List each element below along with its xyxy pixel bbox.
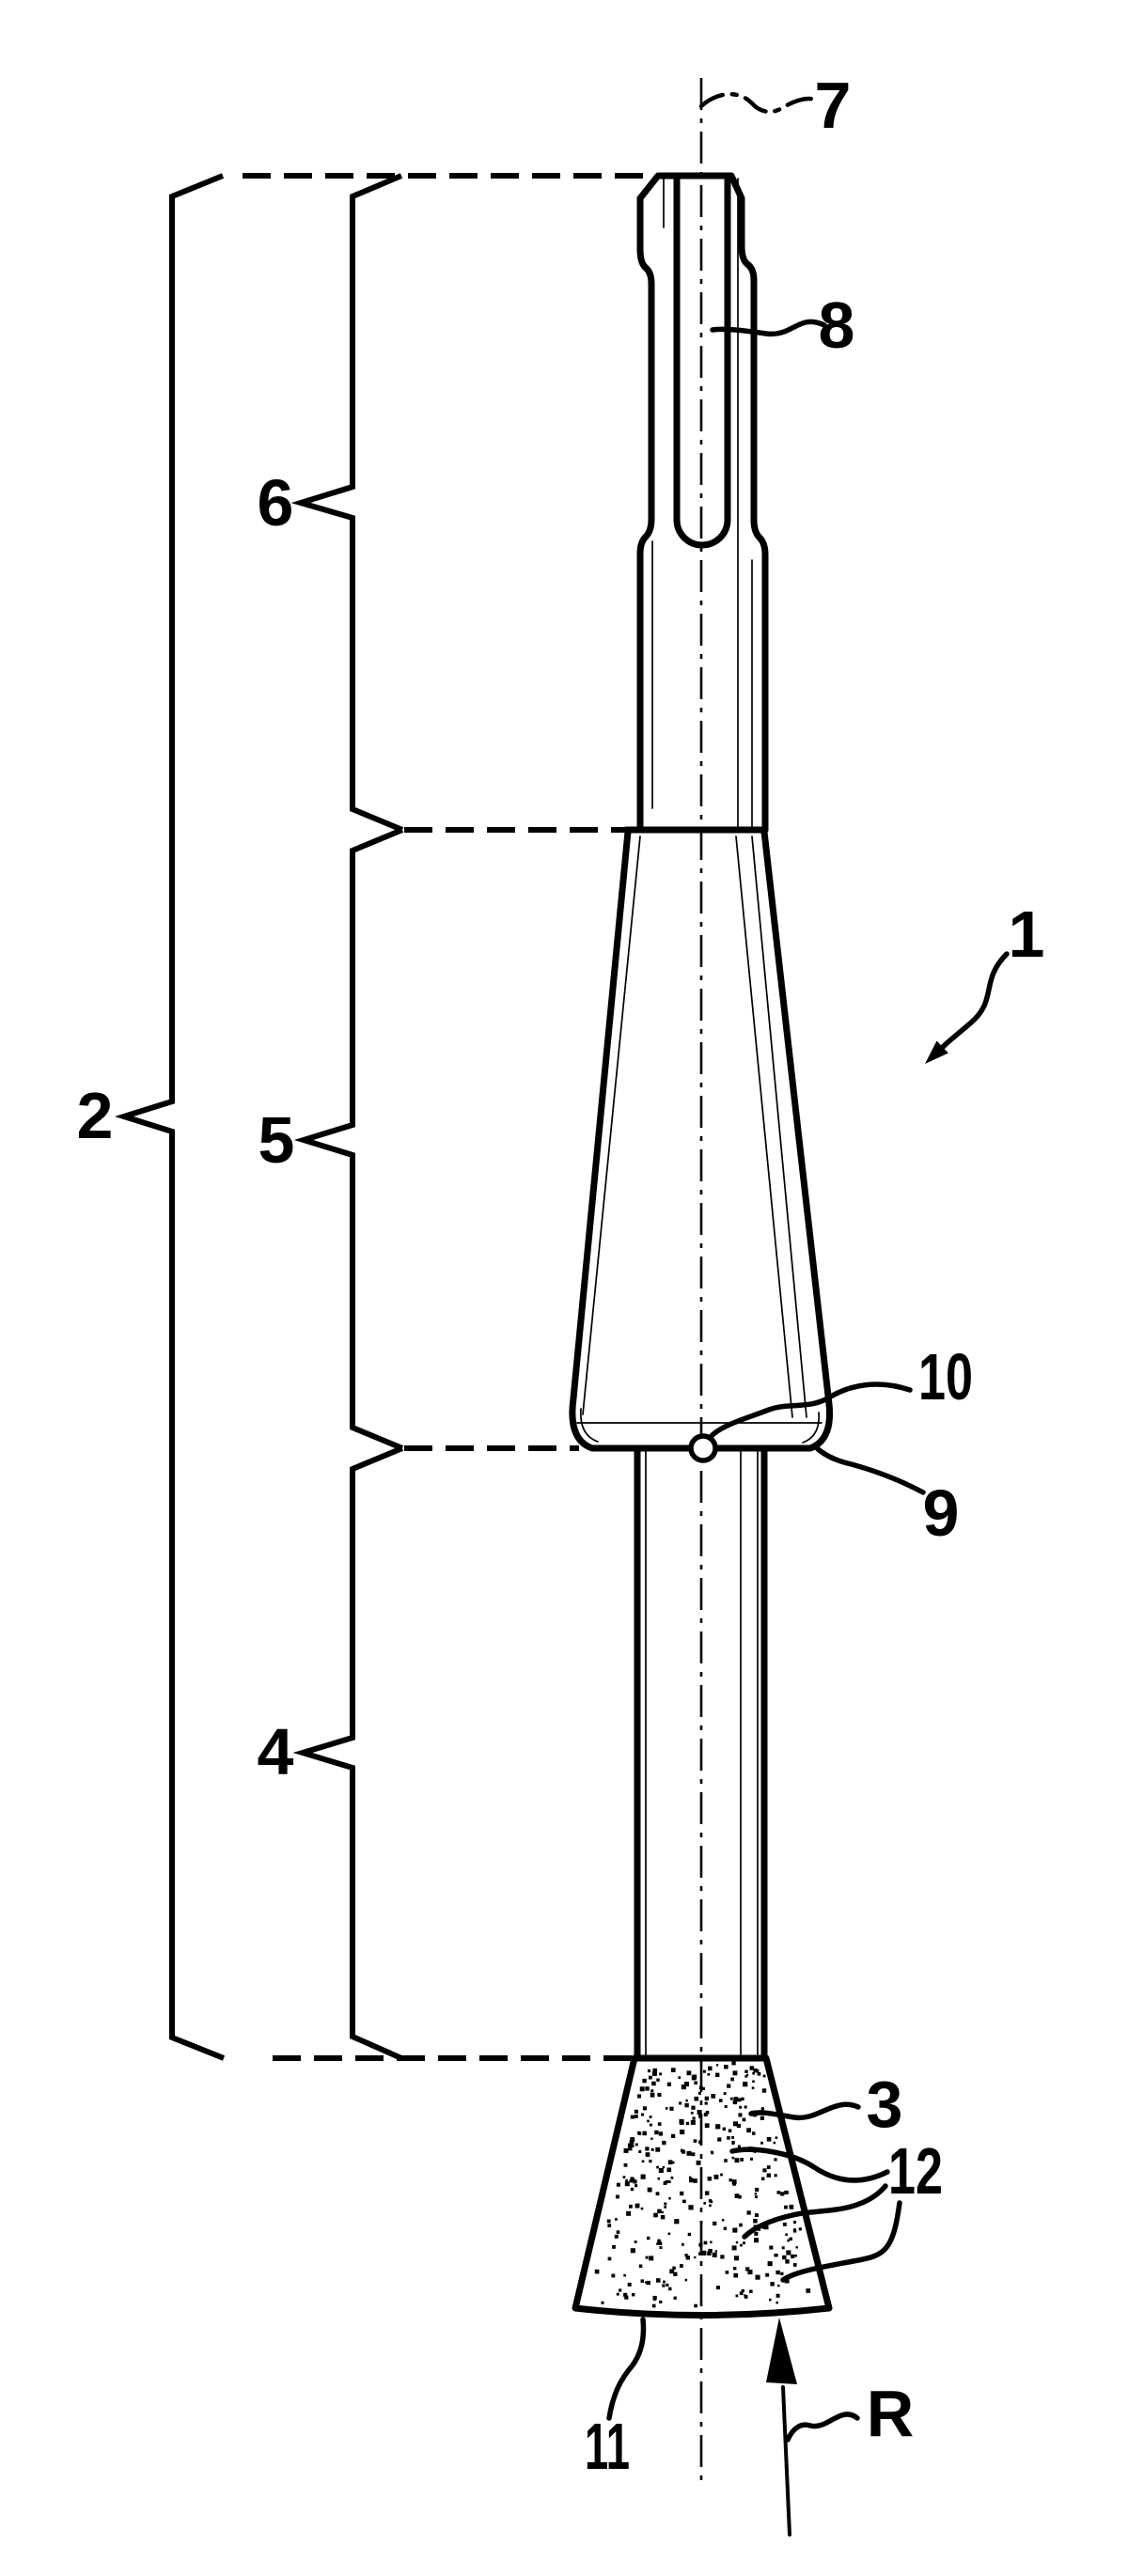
leader-9	[812, 1444, 926, 1495]
label-11: 11	[585, 2410, 630, 2483]
shank-insertion-end	[636, 172, 769, 834]
taper-detail-line-left	[582, 835, 641, 1415]
arrowhead-1-icon	[925, 1040, 948, 1064]
taper-outline	[569, 828, 834, 1452]
label-5: 5	[258, 1103, 295, 1177]
taper-corner-thin-right	[802, 1412, 821, 1444]
taper-detail-line-right-1	[735, 835, 793, 1418]
grinding-head-outline	[572, 2054, 833, 2318]
leader-1	[940, 951, 1010, 1050]
label-1: 1	[1009, 898, 1045, 971]
label-6: 6	[258, 466, 294, 539]
leader-R	[785, 2412, 860, 2443]
leader-1-arrow	[925, 951, 1010, 1064]
label-7: 7	[815, 69, 852, 142]
rotation-arrow-shaft	[781, 2385, 791, 2537]
label-9: 9	[923, 1476, 960, 1550]
leader-10	[708, 1382, 913, 1440]
shank-groove-slot	[673, 173, 731, 549]
rotation-arrow-R	[766, 2318, 797, 2537]
grinding-head	[572, 2054, 833, 2318]
label-10: 10	[918, 1340, 973, 1413]
shaft-section	[634, 1450, 768, 2058]
abrasive-grit-stipple	[594, 2061, 811, 2308]
label-2: 2	[77, 1079, 114, 1152]
rotation-arrowhead-icon	[766, 2318, 797, 2384]
leader-8	[710, 319, 827, 337]
bracket-overall-2	[114, 173, 226, 2061]
taper-section	[569, 826, 834, 1463]
bracket-section-4	[292, 1445, 404, 2061]
bracket-section-5	[293, 827, 404, 1451]
leader-3	[748, 2101, 861, 2121]
label-8: 8	[819, 289, 855, 362]
leader-12-middle	[742, 2183, 888, 2240]
label-3: 3	[867, 2068, 903, 2141]
shank-right-edge	[738, 195, 769, 834]
taper-detail-line-right-2	[751, 835, 807, 1418]
taper-corner-thin-left	[579, 1408, 599, 1443]
label-R: R	[867, 2377, 915, 2450]
bracket-section-6	[290, 173, 404, 833]
leader-11	[606, 2317, 647, 2421]
leader-12-lower	[780, 2200, 902, 2283]
shank-top-edge	[636, 172, 745, 202]
leader-12-upper	[729, 2147, 890, 2183]
label-4: 4	[258, 1715, 294, 1788]
shank-left-edge	[636, 195, 655, 834]
label-12: 12	[888, 2134, 943, 2208]
leader-7	[698, 92, 819, 115]
opening-circle	[688, 1433, 718, 1463]
